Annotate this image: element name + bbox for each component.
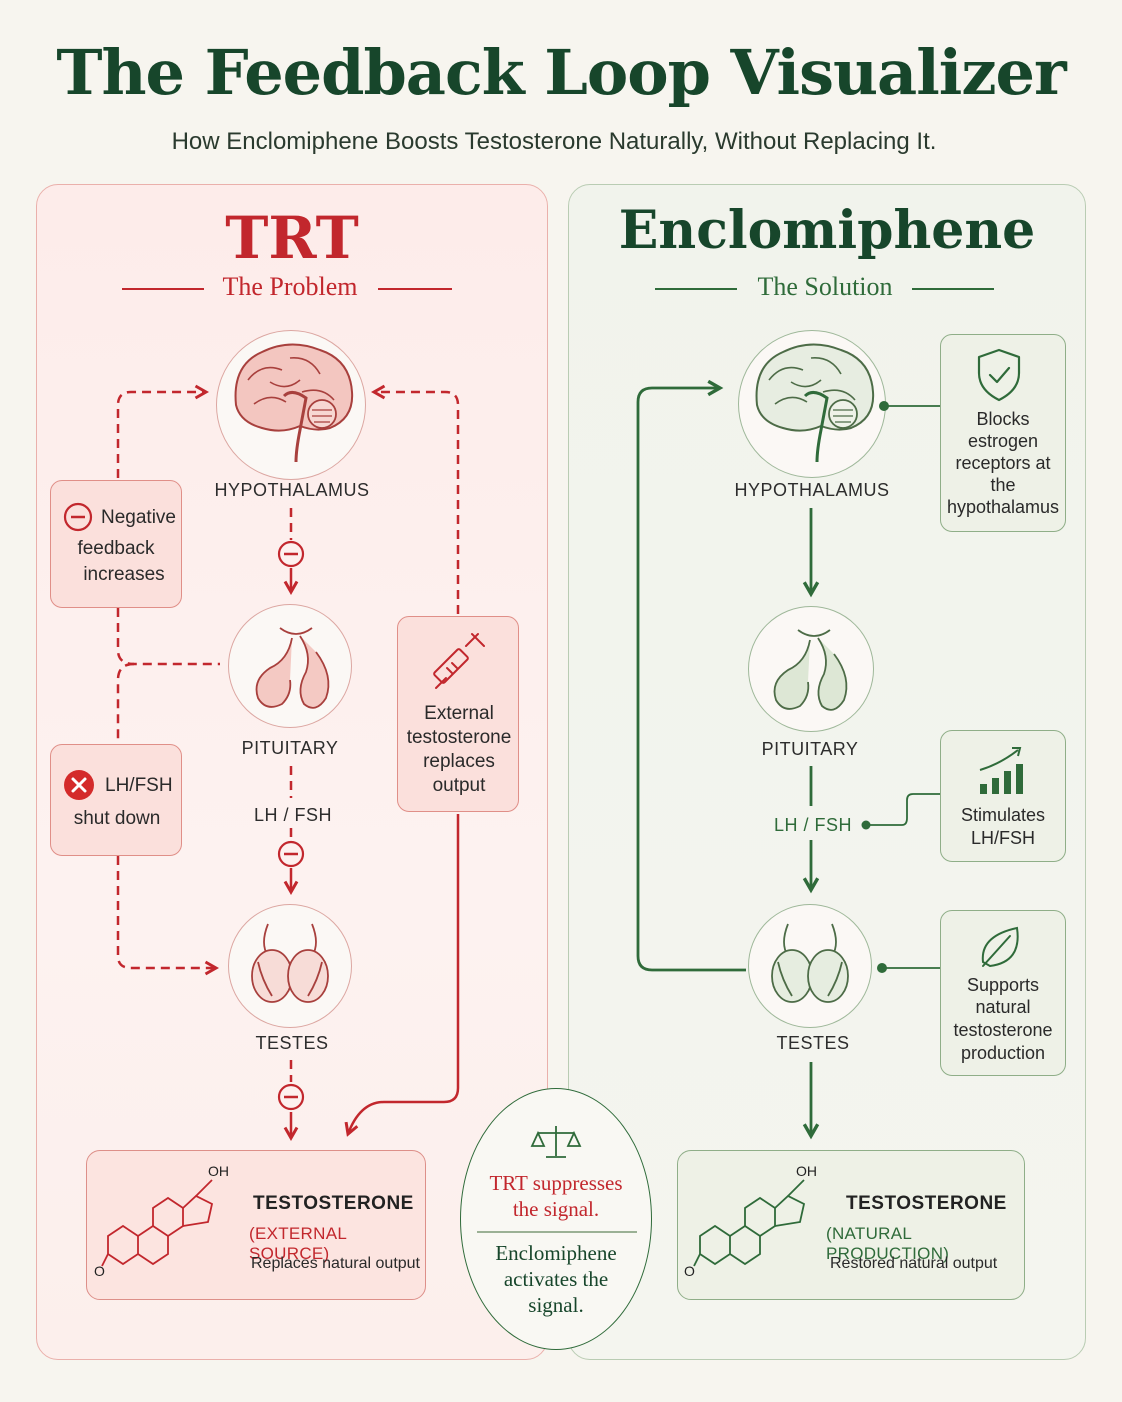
lh-fsh-shutdown-box: LH/FSH shut down	[50, 744, 182, 856]
trt-subtitle: The Problem	[222, 272, 358, 301]
trt-minus-markers	[277, 540, 305, 1111]
shutdown-line-2: shut down	[73, 808, 161, 829]
blocks-line-1: Blocks	[976, 409, 1030, 429]
trt-testosterone-box: TESTOSTERONE (EXTERNAL SOURCE) Replaces …	[86, 1150, 426, 1300]
enclo-testosterone-title: TESTOSTERONE	[846, 1193, 1007, 1214]
enclomiphene-title: Enclomiphene	[618, 200, 1036, 261]
trt-brain-icon	[234, 343, 354, 463]
trt-upper-right-feedback-arrow	[370, 384, 460, 614]
bar-chart-up-icon	[979, 747, 1023, 794]
supports-line-1: Supports	[966, 975, 1040, 995]
page-subtitle: How Enclomiphene Boosts Testosterone Nat…	[171, 128, 937, 155]
enclo-feedback-loop-arrow	[636, 379, 746, 972]
negative-feedback-line-2: feedback	[77, 538, 155, 559]
enclo-lh-fsh-label: LH / FSH	[773, 815, 852, 835]
trt-testes-label: TESTES	[255, 1033, 329, 1053]
supports-production-box: Supports natural testosterone production	[940, 910, 1066, 1076]
leaf-icon	[981, 926, 1019, 968]
enclo-molecule-oh: OH	[796, 1163, 817, 1179]
trt-testosterone-source: (EXTERNAL SOURCE)	[249, 1224, 347, 1263]
page-title: The Feedback Loop Visualizer	[56, 36, 1066, 109]
trt-left-lower-dash	[116, 662, 135, 744]
minus-circle-icon	[63, 502, 93, 532]
scales-icon	[530, 1126, 582, 1158]
syringe-icon	[433, 633, 485, 689]
enclo-subtitle-line-left	[655, 288, 737, 290]
trt-testosterone-description: Replaces natural output	[251, 1255, 420, 1272]
shutdown-line-1: LH/FSH	[105, 775, 173, 796]
negative-feedback-line-1: Negative	[101, 507, 176, 528]
blocks-line-3: receptors at	[955, 453, 1051, 473]
comparison-enclo-line-1: Enclomiphene	[495, 1241, 617, 1265]
trt-feedback-arrows	[116, 384, 460, 1082]
enclo-testosterone-source: (NATURAL PRODUCTION)	[826, 1224, 950, 1263]
negative-feedback-line-3: increases	[83, 564, 165, 585]
external-testosterone-box: External testosterone replaces output	[397, 616, 519, 812]
enclo-connectors	[866, 405, 940, 969]
supports-line-4: production	[960, 1043, 1046, 1063]
enclo-pituitary-icon	[773, 629, 848, 711]
enclo-flow-arrows	[636, 379, 820, 1140]
trt-testes-icon	[251, 923, 329, 1003]
enclo-testes-icon	[771, 923, 849, 1003]
blocks-line-4: the	[990, 475, 1016, 495]
external-line-4: output	[432, 775, 486, 796]
external-line-3: replaces	[423, 751, 495, 772]
external-line-1: External	[424, 703, 494, 724]
comparison-enclo-line-2: activates the	[503, 1267, 609, 1291]
trt-testosterone-title: TESTOSTERONE	[253, 1193, 414, 1214]
supports-line-3: testosterone	[953, 1020, 1053, 1040]
negative-feedback-box: Negative feedback increases	[50, 480, 182, 608]
stimulates-line-2: LH/FSH	[970, 828, 1035, 848]
enclo-connector-dots	[861, 401, 889, 973]
trt-minus-bars	[284, 552, 298, 1099]
stimulates-line-1: Stimulates	[960, 805, 1046, 825]
shield-check-icon	[977, 348, 1021, 402]
trt-subtitle-line-left	[122, 288, 204, 290]
enclomiphene-subtitle: The Solution	[757, 272, 893, 301]
blocks-line-5: hypothalamus	[946, 497, 1060, 517]
trt-molecule-oh: OH	[208, 1163, 229, 1179]
enclo-pituitary-label: PITUITARY	[761, 739, 859, 759]
enclo-molecule-o: O	[684, 1263, 695, 1279]
x-circle-icon	[64, 770, 94, 800]
enclo-subtitle-line-right	[912, 288, 994, 290]
trt-left-mid-dash	[116, 608, 220, 666]
supports-line-2: natural	[975, 997, 1031, 1017]
enclo-pituitary-circle	[748, 606, 874, 732]
trt-hypothalamus-label: HYPOTHALAMUS	[214, 480, 370, 500]
enclo-testosterone-molecule	[693, 1179, 806, 1267]
trt-external-to-testosterone-arrow	[344, 814, 460, 1137]
enclo-brain-icon	[755, 343, 875, 463]
blocks-estrogen-box: Blocks estrogen receptors at the hypotha…	[940, 334, 1066, 532]
trt-title: TRT	[225, 204, 359, 272]
enclo-hypothalamus-label: HYPOTHALAMUS	[734, 480, 890, 500]
blocks-line-2: estrogen	[967, 431, 1039, 451]
comparison-divider	[477, 1231, 637, 1233]
trt-lower-left-feedback-arrow	[116, 856, 220, 976]
trt-lh-fsh-label: LH / FSH	[253, 805, 332, 825]
stimulates-box: Stimulates LH/FSH	[940, 730, 1066, 862]
enclo-testosterone-box: TESTOSTERONE (NATURAL PRODUCTION) Restor…	[677, 1150, 1025, 1300]
trt-subtitle-line-right	[378, 288, 452, 290]
comparison-trt-line-2: the signal.	[512, 1197, 600, 1221]
enclo-testes-label: TESTES	[776, 1033, 850, 1053]
trt-short-arrowheads	[283, 568, 460, 1142]
trt-testosterone-molecule	[101, 1179, 214, 1267]
comparison-trt-line-1: TRT suppresses	[489, 1171, 623, 1195]
enclo-testosterone-description: Restored natural output	[830, 1255, 998, 1272]
trt-pituitary-label: PITUITARY	[241, 738, 339, 758]
external-line-2: testosterone	[406, 727, 512, 748]
trt-upper-left-feedback-arrow	[116, 384, 210, 478]
trt-molecule-o: O	[94, 1263, 105, 1279]
comparison-enclo-line-3: signal.	[528, 1293, 584, 1317]
trt-pituitary-icon	[255, 627, 330, 709]
